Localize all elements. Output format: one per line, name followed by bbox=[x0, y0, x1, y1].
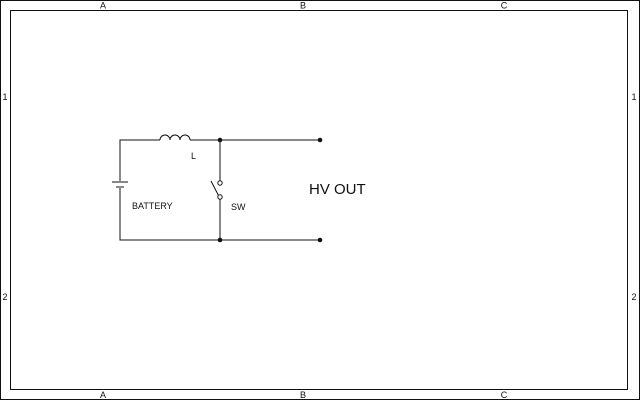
circuit bbox=[112, 134, 323, 243]
zone-col-c-bottom: C bbox=[501, 390, 508, 400]
inductor-label: L bbox=[191, 151, 196, 161]
junction-top bbox=[217, 137, 223, 143]
zone-row-1-left: 1 bbox=[2, 92, 7, 102]
wire-left-top bbox=[119, 139, 160, 181]
battery-symbol bbox=[112, 181, 128, 188]
junction-bottom bbox=[217, 237, 223, 243]
battery-label: BATTERY bbox=[132, 201, 173, 211]
zone-col-c-top: C bbox=[501, 1, 508, 11]
inductor-symbol bbox=[159, 134, 191, 141]
switch-label: SW bbox=[231, 202, 246, 212]
switch-symbol bbox=[210, 180, 223, 200]
zone-col-a-top: A bbox=[100, 1, 106, 11]
output-terminal-bottom bbox=[317, 237, 323, 243]
zone-col-b-top: B bbox=[300, 1, 306, 11]
wire-left-bottom bbox=[119, 188, 320, 241]
output-terminal-top bbox=[317, 137, 323, 143]
output-label: HV OUT bbox=[309, 181, 366, 198]
zone-row-2-left: 2 bbox=[2, 292, 7, 302]
zone-col-b-bottom: B bbox=[300, 390, 306, 400]
zone-col-a-bottom: A bbox=[100, 390, 106, 400]
inner-frame bbox=[10, 10, 628, 390]
zone-row-2-right: 2 bbox=[631, 292, 636, 302]
zone-row-1-right: 1 bbox=[631, 92, 636, 102]
